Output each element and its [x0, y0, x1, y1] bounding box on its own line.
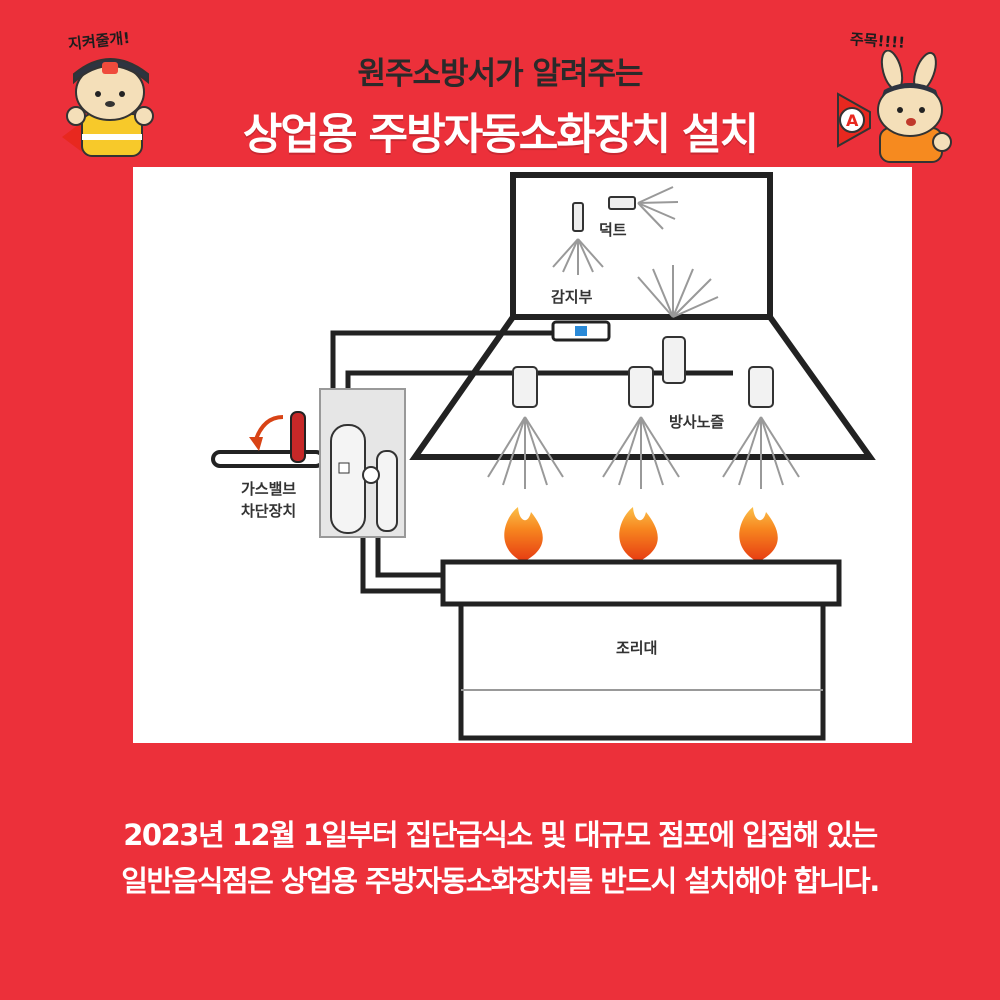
- duct-nozzle-icon: [572, 196, 636, 232]
- pipe-main: [330, 330, 553, 397]
- stove-label: 조리대: [616, 639, 657, 657]
- caption-line-2: 일반음식점은 상업용 주방자동소화장치를 반드시 설치해야 합니다.: [121, 864, 880, 898]
- stove-body: [458, 601, 826, 741]
- hood-nozzle-icons: [512, 336, 774, 408]
- rabbit-character-icon: A: [837, 50, 952, 163]
- nozzle-label: 방사노즐: [669, 413, 724, 431]
- duct-label: 덕트: [599, 221, 627, 239]
- duct-outline: [510, 172, 773, 322]
- kitchen-extinguisher-diagram: 덕트 감지부 방사노즐 가스밸브 차단장치 조리대: [211, 172, 876, 741]
- stove-top: [440, 559, 842, 607]
- rabbit-megaphone-character: 주목!!!! A: [830, 30, 955, 165]
- firefighter-dog-icon: [62, 58, 154, 157]
- left-character-label: 지켜줄개!: [67, 28, 131, 54]
- firefighter-dog-character: 지켜줄개!: [52, 28, 167, 160]
- gas-valve-icon: [211, 411, 325, 468]
- page-subtitle: 원주소방서가 알려주는: [357, 56, 644, 92]
- caption-line-1: 2023년 12월 1일부터 집단급식소 및 대규모 점포에 입점해 있는: [123, 818, 878, 852]
- hood-spray: [487, 416, 800, 489]
- gas-valve-label-line1: 가스밸브: [241, 480, 296, 498]
- extinguisher-tank: [330, 424, 366, 534]
- diagram-panel: 덕트 감지부 방사노즐 가스밸브 차단장치 조리대: [133, 167, 912, 743]
- duct-spray: [552, 186, 719, 318]
- pipe-to-stove: [360, 527, 443, 594]
- gas-valve-label-line2: 차단장치: [241, 502, 296, 520]
- fire-icons: [504, 507, 778, 562]
- svg-text:A: A: [846, 111, 859, 130]
- page-title: 상업용 주방자동소화장치 설치: [242, 110, 759, 160]
- sensor-label: 감지부: [551, 288, 593, 306]
